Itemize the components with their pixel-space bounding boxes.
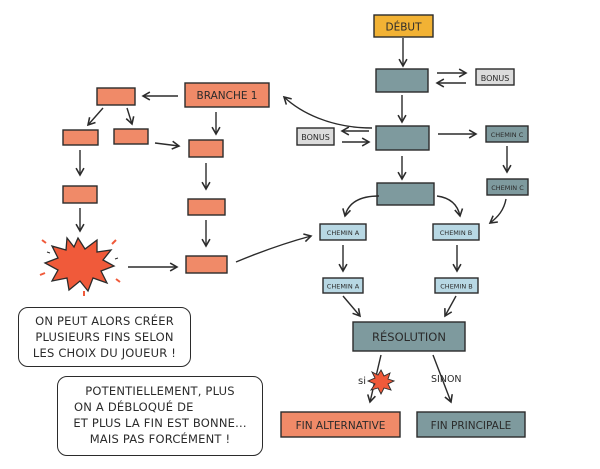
node-left-l1 [62, 129, 99, 146]
note2-line-3: ET PLUS LA FIN EST BONNE... [73, 416, 247, 430]
node-resolution-label: RÉSOLUTION [372, 329, 446, 344]
edge-main3-a1 [342, 195, 380, 218]
edge-r1-branchecol [154, 140, 181, 150]
edge-lefttop-l [86, 107, 104, 127]
node-bonus-top: BONUS [475, 68, 515, 86]
node-fin-principale: FIN PRINCIPALE [416, 411, 526, 438]
note1-line-3: LES CHOIX DU JOUEUR ! [32, 346, 177, 360]
node-chemin-a2: CHEMIN A [322, 277, 364, 294]
node-branche-1-label: BRANCHE 1 [197, 90, 258, 102]
edge-col3-cheminA [235, 233, 313, 263]
edge-c2-b1 [488, 198, 507, 224]
node-col-1 [188, 139, 224, 158]
node-debut: DÉBUT [373, 14, 434, 38]
node-chemin-c1: CHEMIN C [485, 125, 529, 143]
edge-lefttop-r [125, 107, 135, 126]
note-better-ending: POTENTIELLEMENT, PLUS ON A DÉBLOQUÉ DE E… [57, 376, 263, 456]
explosion-burst-icon [39, 236, 121, 296]
node-branche-1: BRANCHE 1 [184, 82, 270, 108]
node-resolution: RÉSOLUTION [352, 321, 466, 352]
note-multiple-endings: ON PEUT ALORS CRÉER PLUSIEURS FINS SELON… [18, 307, 191, 367]
node-left-r1 [113, 128, 149, 145]
node-chemin-b1-label: CHEMIN B [440, 229, 472, 237]
node-chemin-a1: CHEMIN A [319, 223, 367, 241]
node-chemin-c2-label: CHEMIN C [491, 184, 524, 192]
edge-main3-b1 [436, 195, 464, 218]
node-fin-alternative-label: FIN ALTERNATIVE [296, 420, 386, 432]
node-col-3 [185, 255, 228, 274]
note2-line-1: POTENTIELLEMENT, PLUS [85, 384, 235, 398]
node-left-top [96, 87, 136, 106]
edge-resolution-finprincipale [432, 354, 453, 404]
note1-line-2: PLUSIEURS FINS SELON [35, 330, 174, 344]
edge-label-si: si [358, 376, 366, 387]
node-fin-alternative: FIN ALTERNATIVE [280, 411, 401, 438]
node-chemin-a1-label: CHEMIN A [327, 229, 360, 237]
node-bonus-mid-label: BONUS [301, 133, 330, 142]
node-debut-label: DÉBUT [385, 21, 422, 34]
node-main-3 [376, 182, 435, 206]
node-bonus-mid: BONUS [296, 127, 335, 146]
note2-line-4: MAIS PAS FORCÉMENT ! [89, 432, 231, 446]
node-chemin-c2: CHEMIN C [486, 178, 529, 196]
node-chemin-b2: CHEMIN B [434, 277, 479, 294]
node-chemin-a2-label: CHEMIN A [327, 283, 360, 291]
mini-burst-icon [366, 369, 396, 396]
node-main-1 [375, 68, 429, 93]
edge-b2-resolution [444, 295, 457, 318]
note1-line-1: ON PEUT ALORS CRÉER [35, 314, 174, 328]
node-col-2 [187, 198, 226, 216]
edge-a2-resolution [342, 295, 362, 318]
node-fin-principale-label: FIN PRINCIPALE [431, 420, 512, 432]
edge-label-sinon: SINON [431, 374, 462, 385]
node-chemin-b1: CHEMIN B [432, 223, 480, 241]
node-chemin-b2-label: CHEMIN B [440, 283, 472, 291]
note2-line-2: ON A DÉBLOQUÉ DE [74, 400, 194, 414]
edge-main2-branche1 [282, 95, 373, 129]
node-chemin-c1-label: CHEMIN C [491, 131, 524, 139]
node-left-l2 [62, 185, 98, 204]
node-main-2 [375, 125, 430, 151]
node-bonus-top-label: BONUS [481, 74, 510, 83]
